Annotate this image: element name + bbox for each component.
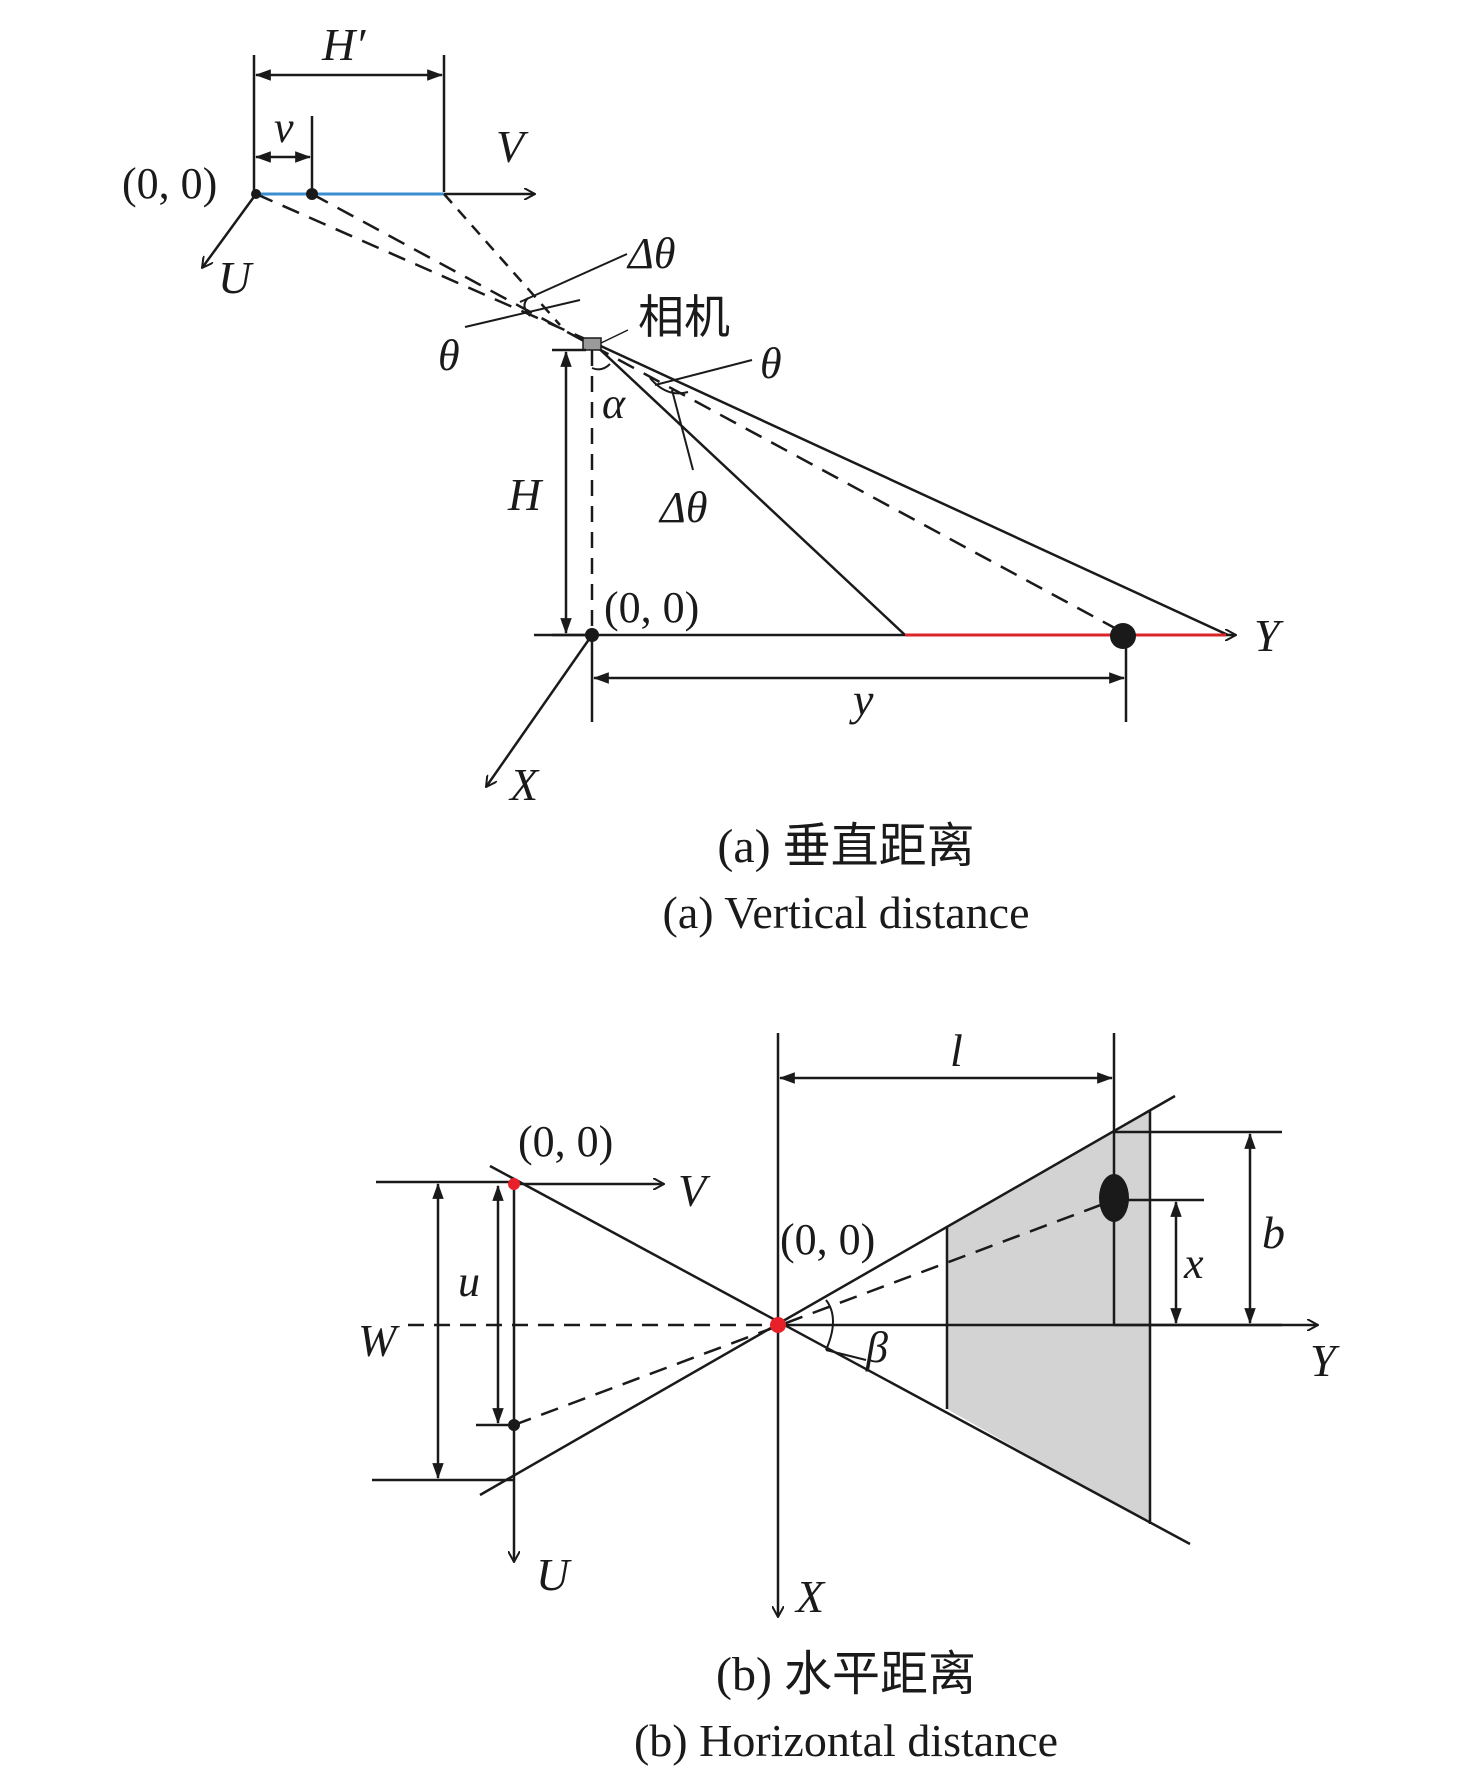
axis-u-label-b: U [536, 1549, 572, 1600]
caption-a-en: (a) Vertical distance [663, 887, 1030, 938]
h-prime-label: H′ [321, 19, 366, 70]
theta-leader-upper [464, 299, 581, 328]
ground-origin-point [585, 628, 599, 642]
panel-b [372, 1033, 1318, 1617]
theta-arc-lower [649, 377, 689, 395]
image-origin-point [251, 189, 261, 199]
w-label: W [358, 1315, 400, 1366]
axis-y-label: Y [1254, 610, 1284, 661]
caption-b-cn: (b) 水平距离 [716, 1648, 976, 1701]
delta-theta-label-lower: Δθ [658, 483, 707, 532]
camera-body [582, 337, 602, 351]
target-ellipse [1099, 1174, 1129, 1222]
image-origin-label-b: (0, 0) [518, 1117, 613, 1166]
ray-hprime-dashed [443, 193, 561, 326]
axis-v-label-b: V [678, 1165, 711, 1216]
axis-y-label-b: Y [1310, 1335, 1340, 1386]
center-origin-point [770, 1317, 786, 1333]
alpha-label: α [602, 379, 626, 428]
ray-v-dashed [311, 192, 1125, 635]
caption-b-en: (b) Horizontal distance [634, 1715, 1058, 1766]
theta-label-upper: θ [438, 331, 460, 380]
u-label: u [458, 1257, 480, 1306]
image-origin-label: (0, 0) [122, 159, 217, 208]
ray-upper-field [591, 340, 1229, 637]
axis-x-label-b: X [794, 1571, 826, 1622]
beta-leader [825, 1349, 867, 1361]
theta-label-lower: θ [760, 339, 782, 388]
ray-origin-dashed [255, 192, 593, 344]
camera-label: 相机 [638, 292, 730, 343]
v-label: v [274, 103, 294, 152]
axis-u-label: U [218, 252, 254, 303]
x-label: x [1183, 1239, 1204, 1288]
h-label: H [507, 469, 544, 520]
center-origin-label: (0, 0) [780, 1215, 875, 1264]
ray-lower-field [591, 341, 906, 636]
image-u-point [508, 1419, 520, 1431]
caption-a-cn: (a) 垂直距离 [717, 820, 974, 873]
beta-label: β [865, 1323, 888, 1372]
camera-leader [600, 329, 629, 344]
delta-theta-leader-lower [671, 389, 694, 471]
field-line-upper [489, 1164, 1191, 1546]
panel-a [202, 55, 1236, 787]
delta-theta-label-upper: Δθ [626, 229, 675, 278]
alpha-arc [591, 363, 611, 371]
ground-origin-label: (0, 0) [604, 583, 699, 632]
image-axis-u [202, 193, 258, 268]
axis-x-label: X [508, 759, 540, 810]
axis-v-label: V [496, 121, 529, 172]
image-v-point [306, 188, 318, 200]
field-line-lower [479, 1094, 1176, 1497]
beta-arc [825, 1299, 834, 1351]
y-label: y [849, 674, 874, 725]
b-label: b [1262, 1207, 1285, 1258]
ground-axis-x [486, 634, 594, 787]
theta-leader-lower [654, 359, 753, 386]
target-point [1110, 623, 1136, 649]
delta-theta-leader-upper [519, 253, 628, 303]
image-origin-point-b [508, 1178, 520, 1190]
l-label: l [950, 1025, 963, 1076]
ray-target-dashed [513, 1198, 1115, 1427]
field-of-view-region [947, 1110, 1150, 1524]
